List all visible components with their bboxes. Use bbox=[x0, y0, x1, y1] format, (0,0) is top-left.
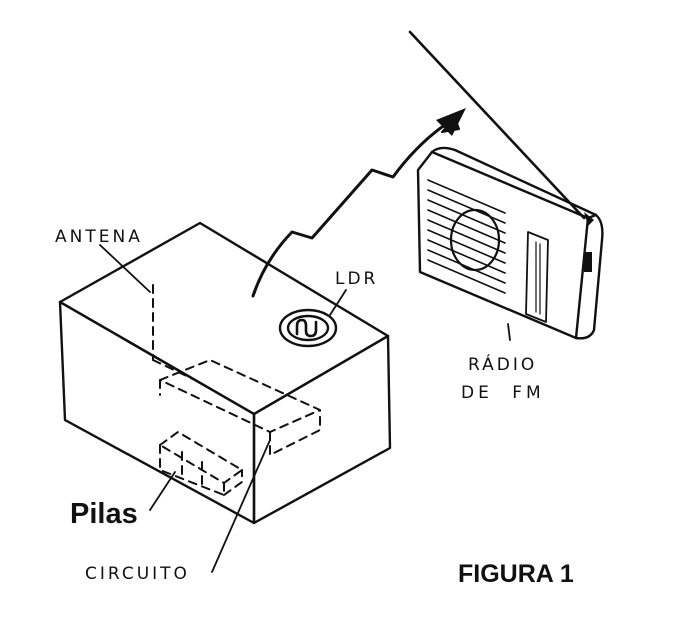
box-top-face bbox=[58, 221, 390, 416]
circuito-label: CIRCUITO bbox=[85, 564, 190, 584]
ldr-label: LDR bbox=[335, 269, 379, 289]
pilas-label: Pilas bbox=[70, 498, 138, 530]
radio-label-line1: RÁDIO bbox=[468, 355, 538, 375]
pilas-pointer bbox=[149, 471, 176, 511]
radio-pointer bbox=[507, 323, 511, 341]
signal-arrow bbox=[251, 108, 466, 298]
ldr-pointer bbox=[329, 289, 347, 316]
ldr-sensor bbox=[278, 308, 338, 348]
transmitter-box bbox=[58, 221, 392, 525]
internal-parts bbox=[152, 284, 321, 496]
figure-caption: FIGURA 1 bbox=[458, 560, 574, 588]
radio-knob bbox=[584, 252, 592, 272]
tuning-dial bbox=[525, 231, 549, 323]
radio-label-line2: DE FM bbox=[461, 383, 545, 403]
radio-antenna bbox=[408, 30, 586, 220]
radio-front bbox=[416, 150, 590, 340]
antena-label: ANTENA bbox=[55, 227, 143, 247]
circuit-board-dashed bbox=[159, 359, 321, 433]
circuito-pointer bbox=[211, 439, 271, 573]
box-right-face bbox=[252, 334, 392, 525]
speaker-grille bbox=[427, 179, 506, 294]
fm-radio bbox=[408, 30, 604, 340]
antena-pointer bbox=[99, 244, 151, 293]
